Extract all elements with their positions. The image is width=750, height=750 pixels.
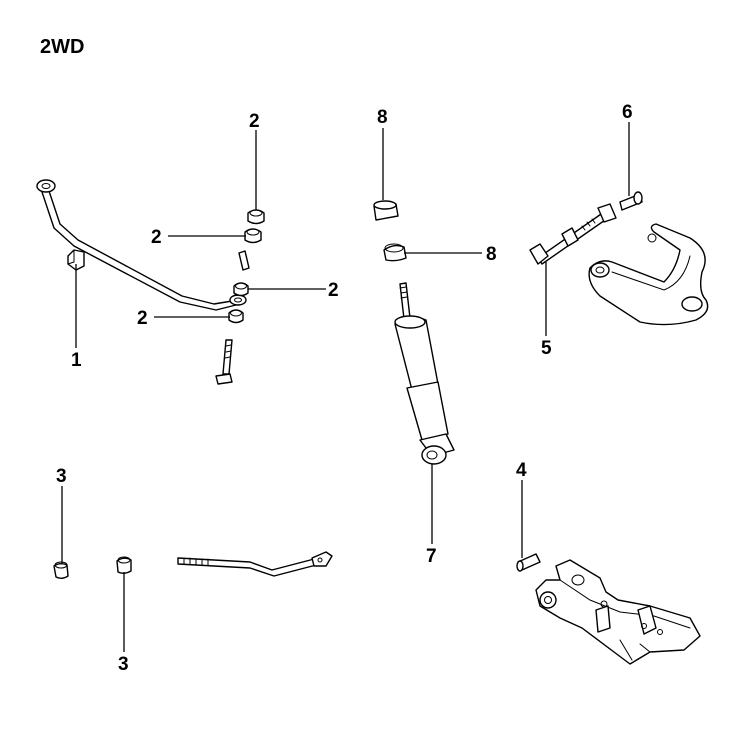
upper-arm-adjust-bolt — [619, 191, 643, 211]
callout-8-top: 8 — [377, 107, 388, 128]
link-bushing-top — [247, 209, 265, 225]
lower-control-arm — [535, 559, 701, 665]
strut-bar — [177, 551, 333, 577]
shock-absorber — [394, 282, 455, 465]
callout-3-upper: 3 — [56, 466, 67, 487]
callout-8-right: 8 — [486, 244, 497, 265]
upper-control-arm — [588, 223, 709, 326]
shock-bushing-lower — [383, 243, 407, 262]
callout-4: 4 — [516, 460, 527, 481]
strut-bar-bushing-right — [116, 556, 132, 574]
link-bushing-mid — [233, 282, 249, 297]
link-bushing-lower — [228, 309, 244, 324]
link-spacer — [238, 250, 250, 271]
callout-1: 1 — [71, 350, 82, 371]
leader-lines — [61, 122, 630, 652]
strut-bar-bushing-left — [53, 561, 69, 579]
callout-6: 6 — [622, 102, 633, 123]
stabilizer-bushing — [67, 249, 85, 271]
callout-2-top: 2 — [249, 111, 260, 132]
diagram-title: 2WD — [40, 36, 84, 58]
stabilizer-bar — [36, 179, 247, 311]
callout-5: 5 — [541, 338, 552, 359]
callout-2-right: 2 — [328, 280, 339, 301]
link-bushing-upper — [244, 228, 262, 244]
callout-labels: 1 2 2 2 2 3 3 4 5 6 7 8 8 — [56, 102, 633, 675]
callout-3-lower: 3 — [118, 654, 129, 675]
lower-arm-pin — [516, 553, 541, 572]
callout-2-left-upper: 2 — [151, 227, 162, 248]
callout-7: 7 — [426, 546, 437, 567]
shock-bushing-upper — [373, 200, 399, 221]
link-bolt — [215, 339, 233, 385]
callout-2-left-lower: 2 — [137, 308, 148, 329]
upper-arm-bolt — [529, 203, 617, 265]
